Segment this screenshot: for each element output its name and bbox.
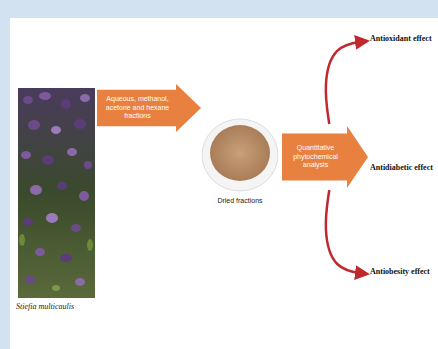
effect-text: Antiobesity effect xyxy=(370,267,434,276)
analysis-arrow: Quantitative phytochemical analysis xyxy=(282,126,368,188)
effect-label: Antiobesity effect xyxy=(370,267,434,281)
plant-photo xyxy=(18,88,95,298)
arrow-body xyxy=(282,126,368,188)
species-caption: Stiefia multicaulis xyxy=(16,302,108,318)
arrow-text: Aqueous, methanol, acetone and hexane fr… xyxy=(101,92,174,124)
effect-text: Antioxidant effect xyxy=(370,34,434,43)
effect-text: Antidiabetic effect xyxy=(370,163,434,172)
arrow-body xyxy=(97,84,201,132)
bowl-caption: Dried fractions xyxy=(200,197,280,211)
curved-arrow xyxy=(326,41,367,124)
left-band xyxy=(0,0,10,349)
arrow-text: Quantitative phytochemical analysis xyxy=(286,135,345,178)
fraction-arrow: Aqueous, methanol, acetone and hexane fr… xyxy=(97,84,201,132)
caption-text: Dried fractions xyxy=(200,197,280,204)
curved-arrow xyxy=(326,190,367,274)
top-band xyxy=(0,0,438,18)
powder-bowl xyxy=(202,119,278,191)
caption-text: Stiefia multicaulis xyxy=(16,302,108,311)
effect-label: Antidiabetic effect xyxy=(370,163,434,177)
effect-label: Antioxidant effect xyxy=(370,34,434,48)
